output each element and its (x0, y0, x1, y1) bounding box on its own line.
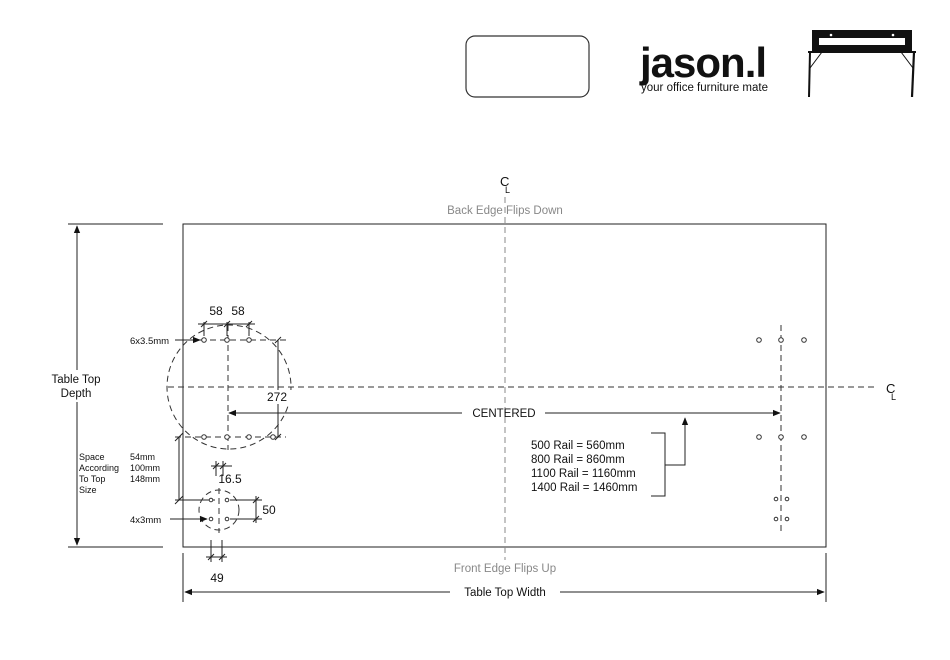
space-label-4: Size (79, 485, 97, 495)
hole (271, 435, 276, 440)
centerline-sub-top: L (505, 185, 510, 195)
dim-16-5-label: 16.5 (218, 472, 242, 486)
hole (785, 497, 789, 501)
dim-50-label: 50 (262, 503, 276, 517)
hole (225, 498, 229, 502)
hole (225, 435, 230, 440)
depth-label-1: Table Top (51, 374, 100, 386)
front-edge-label: Front Edge Flips Up (454, 563, 556, 575)
hole (774, 497, 778, 501)
depth-label-2: Depth (61, 388, 92, 400)
space-value-3: 148mm (130, 474, 160, 484)
rail-leader (665, 418, 685, 465)
hole (757, 338, 762, 343)
space-value-2: 100mm (130, 463, 160, 473)
hole (247, 338, 252, 343)
dim-58-left: 58 (209, 304, 223, 318)
space-value-1: 54mm (130, 452, 155, 462)
hole (247, 435, 252, 440)
centerline-sub-right: L (891, 392, 896, 402)
holes-top-label: 6x3.5mm (130, 336, 169, 347)
hole (202, 338, 207, 343)
rail-bracket (651, 433, 665, 496)
space-label-2: According (79, 463, 119, 473)
brand-logo: jason.l (639, 39, 766, 86)
hole (225, 517, 229, 521)
rail-3: 1100 Rail = 1160mm (531, 468, 636, 480)
hole (779, 435, 784, 440)
dim-49-label: 49 (210, 571, 224, 585)
rail-2: 800 Rail = 860mm (531, 454, 625, 466)
rail-1: 500 Rail = 560mm (531, 440, 625, 452)
holes-bottom-label: 4x3mm (130, 515, 161, 526)
hole (209, 498, 213, 502)
hole (225, 338, 230, 343)
hole (209, 517, 213, 521)
desk-icon (808, 30, 916, 97)
hole (785, 517, 789, 521)
dim-58-right: 58 (231, 304, 245, 318)
centered-label: CENTERED (472, 408, 535, 420)
space-label-3: To Top (79, 474, 105, 484)
rail-4: 1400 Rail = 1460mm (531, 482, 637, 494)
hole (779, 338, 784, 343)
hole (774, 517, 778, 521)
dim-272-label: 272 (267, 390, 287, 404)
width-label: Table Top Width (464, 587, 546, 599)
brand-tagline: your office furniture mate (641, 82, 768, 94)
space-label-1: Space (79, 452, 105, 462)
title-block-box (466, 36, 589, 97)
hole (802, 435, 807, 440)
hole (202, 435, 207, 440)
hole (802, 338, 807, 343)
back-edge-label: Back Edge Flips Down (447, 205, 563, 217)
hole (757, 435, 762, 440)
